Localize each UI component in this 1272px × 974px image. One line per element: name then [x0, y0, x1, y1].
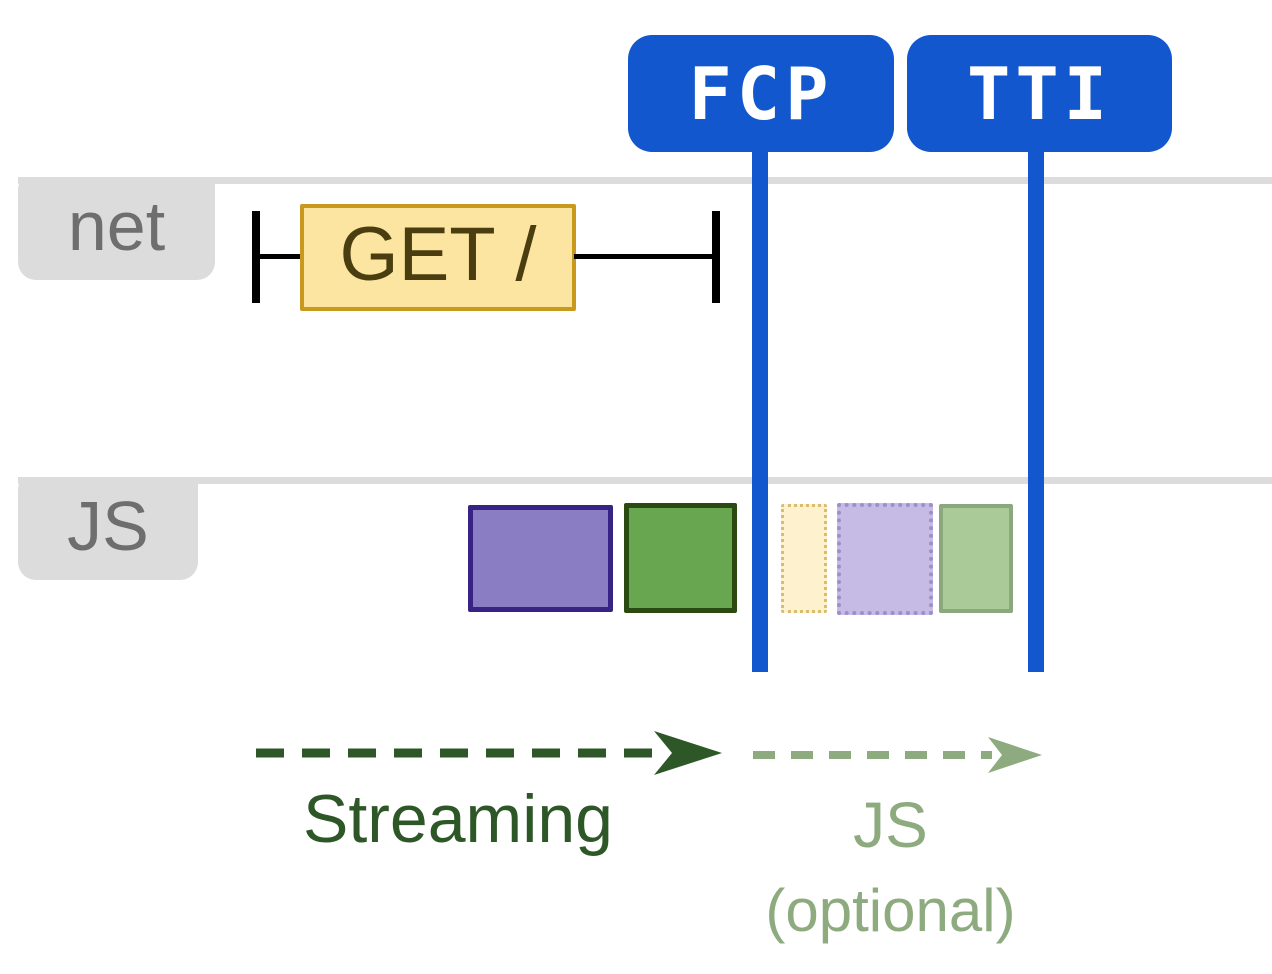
fcp-marker-line [752, 140, 768, 672]
net-lane-line [18, 177, 1272, 184]
js-task-purple [468, 505, 613, 612]
js-optional-label: JS (optional) [738, 782, 1043, 954]
js-optional-arrow [753, 737, 1042, 773]
fcp-badge-label: FCP [688, 51, 834, 136]
js-optional-label-line2: (optional) [765, 877, 1016, 944]
request-start-tick [252, 211, 260, 303]
js-lane-line [18, 477, 1272, 484]
js-lane-label: JS [18, 477, 198, 580]
request-end-tick [712, 211, 720, 303]
tti-marker-line [1028, 140, 1044, 672]
fcp-badge: FCP [628, 35, 894, 152]
js-optional-label-line1: JS [853, 789, 928, 861]
request-connector-right [574, 254, 715, 259]
streaming-label: Streaming [303, 781, 613, 857]
js-lane-label-text: JS [67, 486, 149, 565]
request-connector-left [257, 254, 304, 259]
net-lane-label: net [18, 177, 215, 280]
js-optional-arrowhead-icon [988, 737, 1042, 773]
js-task-green [624, 503, 737, 613]
get-request-label: GET / [339, 212, 537, 297]
streaming-arrowhead-icon [654, 731, 722, 775]
js-task-yellow-faded [781, 504, 827, 613]
streaming-arrow [256, 731, 722, 775]
net-lane-label-text: net [67, 186, 166, 265]
tti-badge: TTI [907, 35, 1172, 152]
tti-badge-label: TTI [966, 51, 1113, 136]
get-request-box: GET / [300, 204, 576, 311]
js-task-green-faded [939, 504, 1013, 613]
js-task-purple-faded [837, 503, 933, 615]
